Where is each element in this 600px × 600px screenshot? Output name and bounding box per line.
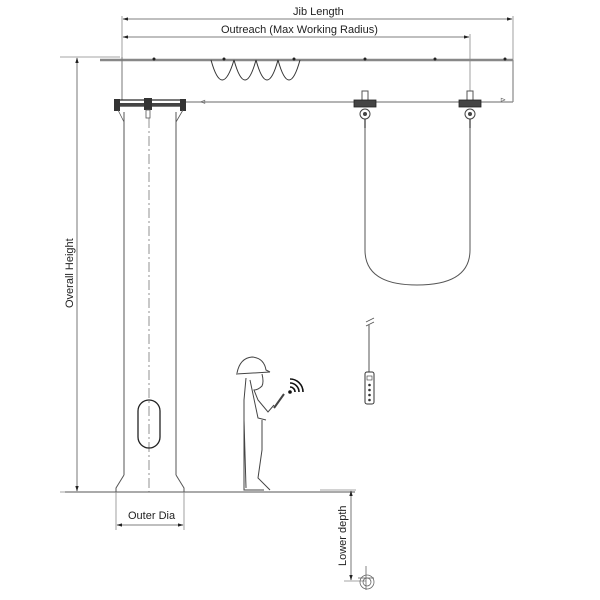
pillar-column — [115, 112, 185, 492]
wireless-signal-icon — [288, 378, 304, 394]
outer-dia-dimension — [115, 492, 185, 530]
svg-text:⊲: ⊲ — [200, 98, 206, 106]
jib-arm: ⊲ ⊳ — [100, 57, 514, 106]
hanging-cable-loop — [364, 128, 471, 286]
trolley-left — [353, 90, 377, 128]
trolley-right — [458, 90, 482, 128]
outer-dia-label: Outer Dia — [128, 510, 176, 522]
overall-height-label: Overall Height — [64, 238, 76, 308]
jib-length-label: Jib Length — [293, 6, 344, 18]
operator-figure — [235, 356, 285, 491]
hook-icon — [358, 566, 375, 590]
outreach-dimension — [122, 34, 471, 102]
pillar-top-bracket — [114, 98, 186, 123]
festoon-cable — [210, 59, 301, 81]
lower-depth-dimension — [320, 489, 366, 582]
outreach-label: Outreach (Max Working Radius) — [221, 24, 378, 36]
lower-depth-label: Lower depth — [337, 505, 349, 566]
svg-text:⊳: ⊳ — [500, 96, 506, 104]
pendant-control — [364, 317, 375, 405]
